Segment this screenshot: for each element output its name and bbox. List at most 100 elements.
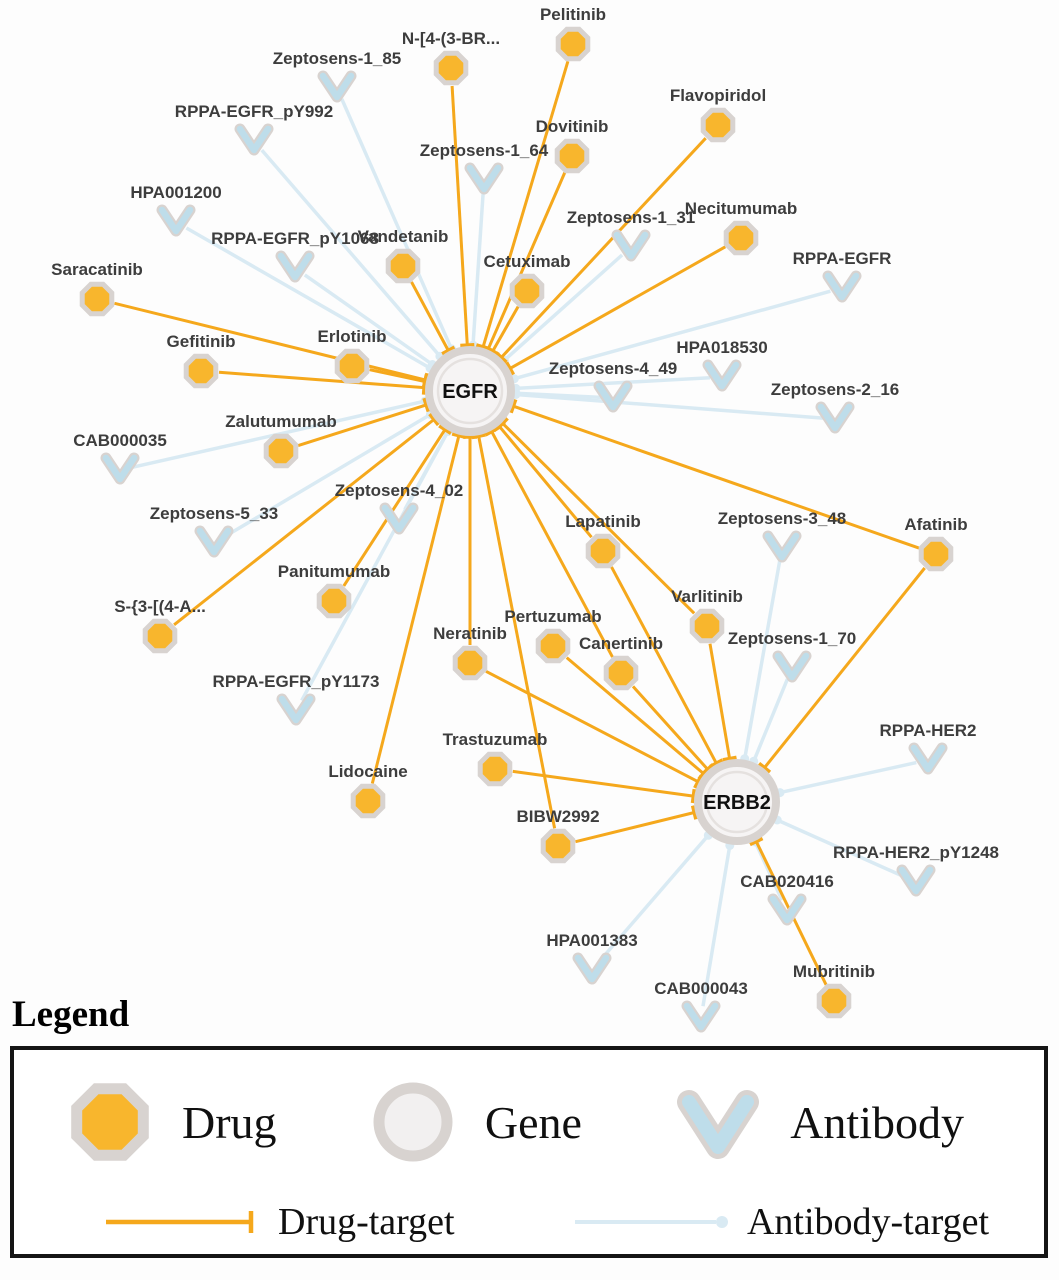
legend-item-drug: Drug	[64, 1076, 277, 1168]
drug-target-edge[interactable]	[450, 85, 475, 348]
drug-target-edge[interactable]	[708, 643, 737, 762]
drug-node-bibw2992[interactable]: BIBW2992	[516, 807, 600, 864]
drug-node-gefitinib[interactable]: Gefitinib	[167, 332, 236, 389]
drug-node-canertinib[interactable]: Canertinib	[579, 634, 663, 691]
antibody-node-hpa001383[interactable]: HPA001383	[546, 931, 638, 985]
drug-node-s3-4a[interactable]: S-{3-[(4-A...	[114, 597, 206, 654]
drug-node-afatinib[interactable]: Afatinib	[904, 515, 968, 572]
node-label: CAB000043	[654, 979, 748, 998]
drug-target-edge[interactable]	[485, 305, 520, 357]
antibody-node-zeptosens-1_70[interactable]: Zeptosens-1_70	[728, 629, 857, 683]
drug-node-dovitinib[interactable]: Dovitinib	[536, 117, 609, 174]
drug-node-cetuximab[interactable]: Cetuximab	[484, 252, 571, 309]
drug-node-mubritinib[interactable]: Mubritinib	[793, 962, 875, 1019]
gene-node-erbb2[interactable]: ERBB2	[694, 759, 780, 845]
antibody-node-zeptosens-1_85[interactable]: Zeptosens-1_85	[273, 49, 402, 103]
drug-node-erlotinib[interactable]: Erlotinib	[318, 327, 387, 384]
drug-target-edge[interactable]	[496, 417, 696, 615]
node-label: Trastuzumab	[443, 730, 548, 749]
drug-node-zalutumumab[interactable]: Zalutumumab	[225, 412, 337, 469]
drug-node-neratinib[interactable]: Neratinib	[433, 624, 507, 681]
node-label: RPPA-EGFR_pY992	[175, 102, 333, 121]
drug-target-edge[interactable]	[342, 424, 452, 587]
antibody-node-hpa018530[interactable]: HPA018530	[676, 338, 768, 392]
antibody-node-cab020416[interactable]: CAB020416	[740, 872, 834, 926]
antibody-node-cab000043[interactable]: CAB000043	[654, 979, 748, 1033]
drug-target-edge[interactable]	[369, 368, 429, 389]
drug-target-edge[interactable]	[471, 433, 557, 829]
drug-target-edge[interactable]	[297, 397, 430, 448]
antibody-node-cab000035[interactable]: CAB000035	[73, 431, 167, 485]
drug-node-varlitinib[interactable]: Varlitinib	[671, 587, 743, 644]
antibody-node-rppa-egfr[interactable]: RPPA-EGFR	[793, 249, 892, 303]
drug-node-saracatinib[interactable]: Saracatinib	[51, 260, 143, 317]
legend-drug-target-label: Drug-target	[278, 1201, 455, 1243]
antibody-node-zeptosens-4_49[interactable]: Zeptosens-4_49	[549, 359, 678, 413]
inhibition-tee-terminal	[421, 374, 429, 389]
drug-node-lidocaine[interactable]: Lidocaine	[328, 762, 408, 819]
antibody-node-hpa001200[interactable]: HPA001200	[130, 183, 222, 237]
drug-octagon-icon	[79, 281, 115, 317]
drug-node-lapatinib[interactable]: Lapatinib	[565, 512, 641, 569]
antibody-node-rppa-her2[interactable]: RPPA-HER2	[880, 721, 977, 775]
gene-node-egfr[interactable]: EGFR	[425, 346, 515, 436]
drug-octagon-icon	[554, 138, 590, 174]
legend-box: Drug Gene Antibody	[10, 1046, 1048, 1258]
antibody-target-edge[interactable]	[775, 760, 917, 798]
antibody-target-edge[interactable]	[468, 191, 485, 350]
drug-target-edge[interactable]	[370, 432, 467, 784]
inhibition-tee-terminal	[505, 361, 516, 376]
drug-node-flavopiridol[interactable]: Flavopiridol	[670, 86, 766, 143]
inhibition-tee-terminal	[441, 345, 456, 356]
drug-node-necitumumab[interactable]: Necitumumab	[685, 199, 797, 256]
drug-target-edge[interactable]	[631, 685, 714, 776]
drug-target-edge[interactable]	[173, 412, 440, 626]
antibody-node-rppa-her2_py1248[interactable]: RPPA-HER2_pY1248	[833, 843, 999, 897]
node-label: HPA018530	[676, 338, 767, 357]
inhibition-tee-terminal	[749, 836, 764, 847]
inhibition-tee-terminal	[690, 788, 697, 804]
antibody-node-zeptosens-1_31[interactable]: Zeptosens-1_31	[567, 208, 696, 262]
drug-target-edge[interactable]	[410, 281, 456, 356]
antibody-node-zeptosens-5_33[interactable]: Zeptosens-5_33	[150, 504, 279, 558]
inhibition-tee-terminal	[428, 412, 440, 427]
node-label: Zeptosens-4_02	[335, 481, 464, 500]
node-label: RPPA-HER2	[880, 721, 977, 740]
antibody-node-zeptosens-1_64[interactable]: Zeptosens-1_64	[420, 141, 549, 195]
drug-target-edge[interactable]	[484, 426, 614, 658]
node-label: CAB000035	[73, 431, 167, 450]
antibody-node-zeptosens-3_48[interactable]: Zeptosens-3_48	[718, 509, 847, 563]
drug-node-panitumumab[interactable]: Panitumumab	[278, 562, 390, 619]
node-label: HPA001200	[130, 183, 221, 202]
antibody-target-edge[interactable]	[740, 559, 782, 764]
drug-target-edge[interactable]	[485, 669, 703, 789]
antibody-node-zeptosens-4_02[interactable]: Zeptosens-4_02	[335, 481, 464, 535]
node-label: Lapatinib	[565, 512, 641, 531]
drug-target-edge[interactable]	[505, 245, 727, 376]
antibody-node-zeptosens-2_16[interactable]: Zeptosens-2_16	[771, 380, 900, 434]
drug-node-pelitinib[interactable]: Pelitinib	[540, 5, 606, 62]
drug-octagon-icon	[540, 828, 576, 864]
drug-node-pertuzumab[interactable]: Pertuzumab	[504, 607, 602, 664]
node-label: CAB020416	[740, 872, 834, 891]
drug-target-edge[interactable]	[463, 435, 477, 645]
antibody-node-rppa-egfr_py1173[interactable]: RPPA-EGFR_pY1173	[213, 672, 380, 726]
drug-octagon-icon	[433, 50, 469, 86]
antibody-node-rppa-egfr_py992[interactable]: RPPA-EGFR_pY992	[175, 102, 333, 156]
antibody-chevron-icon	[677, 1090, 760, 1159]
drug-node-n4-3br[interactable]: N-[4-(3-BR...	[402, 29, 500, 86]
drug-node-vandetanib[interactable]: Vandetanib	[358, 227, 449, 284]
drug-node-trastuzumab[interactable]: Trastuzumab	[443, 730, 548, 787]
drug-target-edge[interactable]	[758, 567, 926, 774]
node-label: Zeptosens-3_48	[718, 509, 847, 528]
antibody-target-edge[interactable]	[511, 375, 711, 393]
inhibition-tee-terminal	[422, 397, 430, 413]
drug-octagon-icon	[263, 433, 299, 469]
antibody-node-rppa-egfr_py1068[interactable]: RPPA-EGFR_pY1068	[211, 229, 379, 283]
drug-target-edge[interactable]	[495, 137, 707, 364]
drug-target-edge[interactable]	[575, 805, 698, 844]
drug-target-edge[interactable]	[512, 769, 697, 804]
antibody-target-edge[interactable]	[499, 253, 624, 365]
drug-target-edge[interactable]	[509, 399, 920, 550]
